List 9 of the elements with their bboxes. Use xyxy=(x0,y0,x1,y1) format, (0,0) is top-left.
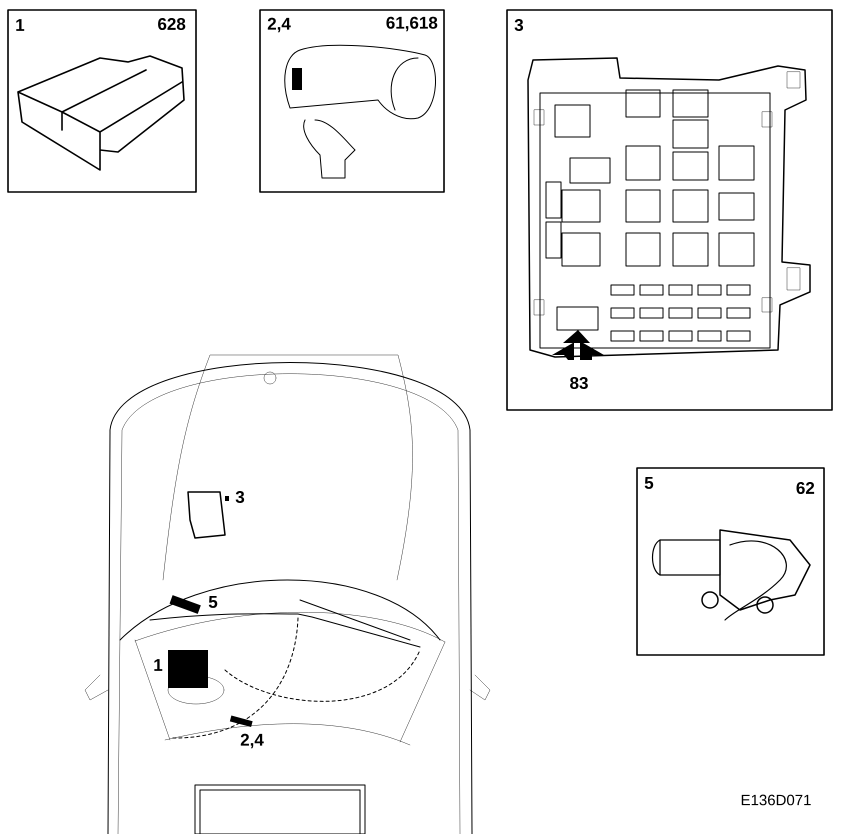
callout-number: 2,4 xyxy=(239,732,265,750)
panel-box: 2,4 61,618 xyxy=(259,9,445,193)
callout-number: 5 xyxy=(207,595,219,609)
callout-number: 3 xyxy=(234,490,246,504)
panel-box: 1 628 xyxy=(7,9,197,193)
panel-box: 5 62 xyxy=(636,467,825,656)
panel-box: 3 83 xyxy=(506,9,833,411)
drawing-code: E136D071 xyxy=(740,794,812,806)
callout-number: 1 xyxy=(152,658,164,672)
